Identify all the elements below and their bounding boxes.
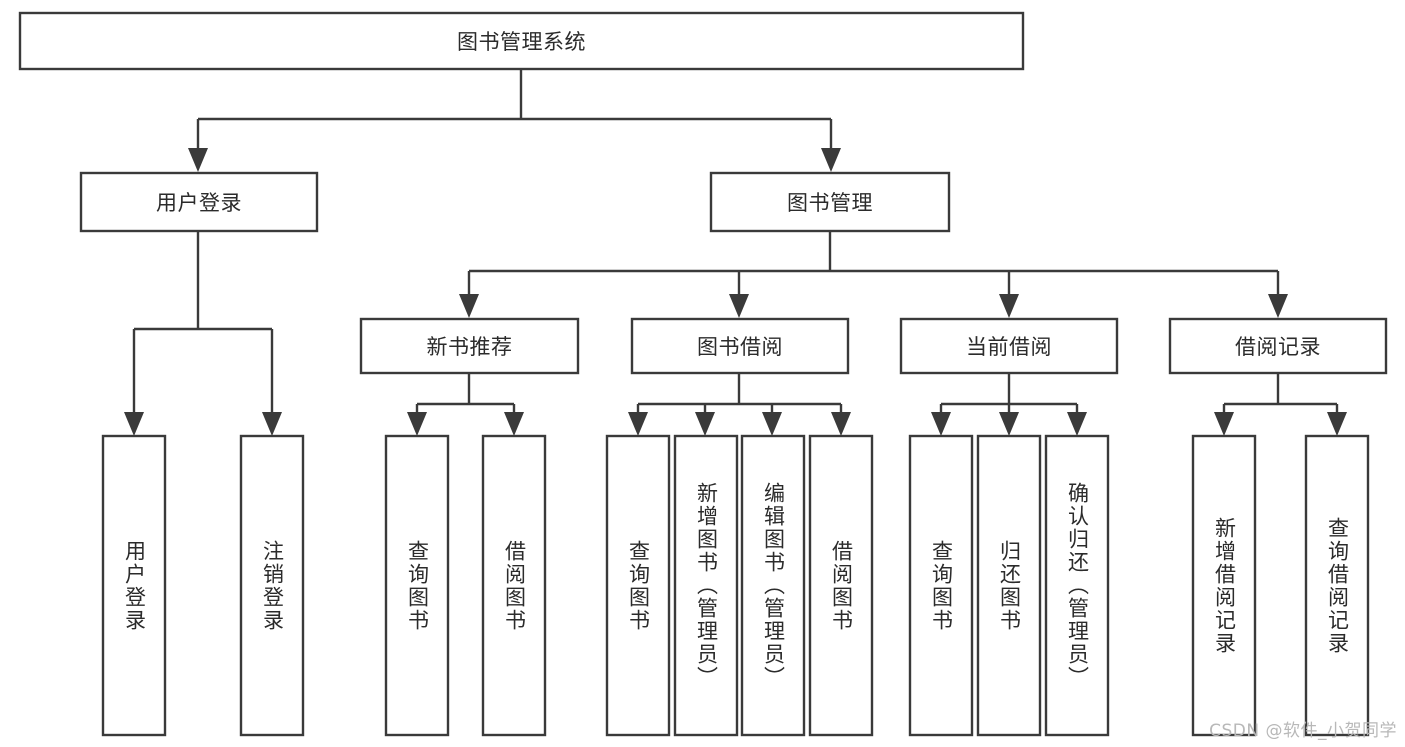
node-box-user-login[interactable] bbox=[79, 171, 319, 233]
node-box-leaf-query-record[interactable] bbox=[1304, 434, 1370, 737]
connector-user-login-to-leaves bbox=[132, 231, 274, 414]
arrow-head-leaf-edit-book bbox=[762, 412, 782, 436]
arrow-head-leaf-add-book bbox=[695, 412, 715, 436]
arrow-head-book-borrow bbox=[729, 294, 749, 318]
connector-record-to-leaves bbox=[1222, 373, 1339, 414]
connector-borrow-to-leaves bbox=[636, 373, 843, 414]
node-box-root[interactable] bbox=[18, 11, 1025, 71]
arrow-head-new-book-recommend bbox=[459, 294, 479, 318]
arrow-head-borrow-record bbox=[1268, 294, 1288, 318]
arrow-head-leaf-confirm-return bbox=[1067, 412, 1087, 436]
node-box-leaf-logout[interactable] bbox=[239, 434, 305, 737]
arrow-head-leaf-add-record bbox=[1214, 412, 1234, 436]
node-box-leaf-borrow-book-1[interactable] bbox=[481, 434, 547, 737]
arrow-head-book-manage bbox=[821, 148, 841, 172]
node-box-borrow-record[interactable] bbox=[1168, 317, 1388, 375]
node-box-leaf-user-login[interactable] bbox=[101, 434, 167, 737]
arrow-head-user-login bbox=[188, 148, 208, 172]
node-box-leaf-add-record[interactable] bbox=[1191, 434, 1257, 737]
connector-recommend-to-leaves bbox=[415, 373, 516, 414]
node-box-leaf-return-book[interactable] bbox=[976, 434, 1042, 737]
arrow-head-leaf-logout bbox=[262, 412, 282, 436]
node-box-book-borrow[interactable] bbox=[630, 317, 850, 375]
node-box-new-book-recommend[interactable] bbox=[359, 317, 580, 375]
connector-current-to-leaves bbox=[939, 373, 1079, 414]
node-box-book-manage[interactable] bbox=[709, 171, 951, 233]
node-box-current-borrow[interactable] bbox=[899, 317, 1119, 375]
arrow-head-leaf-query-book-3 bbox=[931, 412, 951, 436]
arrow-head-leaf-return-book bbox=[999, 412, 1019, 436]
arrow-head-leaf-borrow-book-1 bbox=[504, 412, 524, 436]
arrow-head-leaf-query-book-1 bbox=[407, 412, 427, 436]
watermark-text: CSDN @软件_小贺同学 bbox=[1209, 721, 1397, 741]
node-box-leaf-edit-book[interactable] bbox=[740, 434, 806, 737]
arrow-head-leaf-user-login bbox=[124, 412, 144, 436]
arrow-head-leaf-query-record bbox=[1327, 412, 1347, 436]
connector-root-to-level2 bbox=[196, 69, 833, 150]
connector-book-manage-to-level3 bbox=[467, 231, 1280, 296]
node-box-leaf-query-book-3[interactable] bbox=[908, 434, 974, 737]
node-box-leaf-confirm-return[interactable] bbox=[1044, 434, 1110, 737]
node-box-leaf-borrow-book-2[interactable] bbox=[808, 434, 874, 737]
node-box-leaf-query-book-2[interactable] bbox=[605, 434, 671, 737]
arrow-head-leaf-borrow-book-2 bbox=[831, 412, 851, 436]
node-box-leaf-query-book-1[interactable] bbox=[384, 434, 450, 737]
node-box-leaf-add-book[interactable] bbox=[673, 434, 739, 737]
arrow-head-current-borrow bbox=[999, 294, 1019, 318]
arrow-head-leaf-query-book-2 bbox=[628, 412, 648, 436]
